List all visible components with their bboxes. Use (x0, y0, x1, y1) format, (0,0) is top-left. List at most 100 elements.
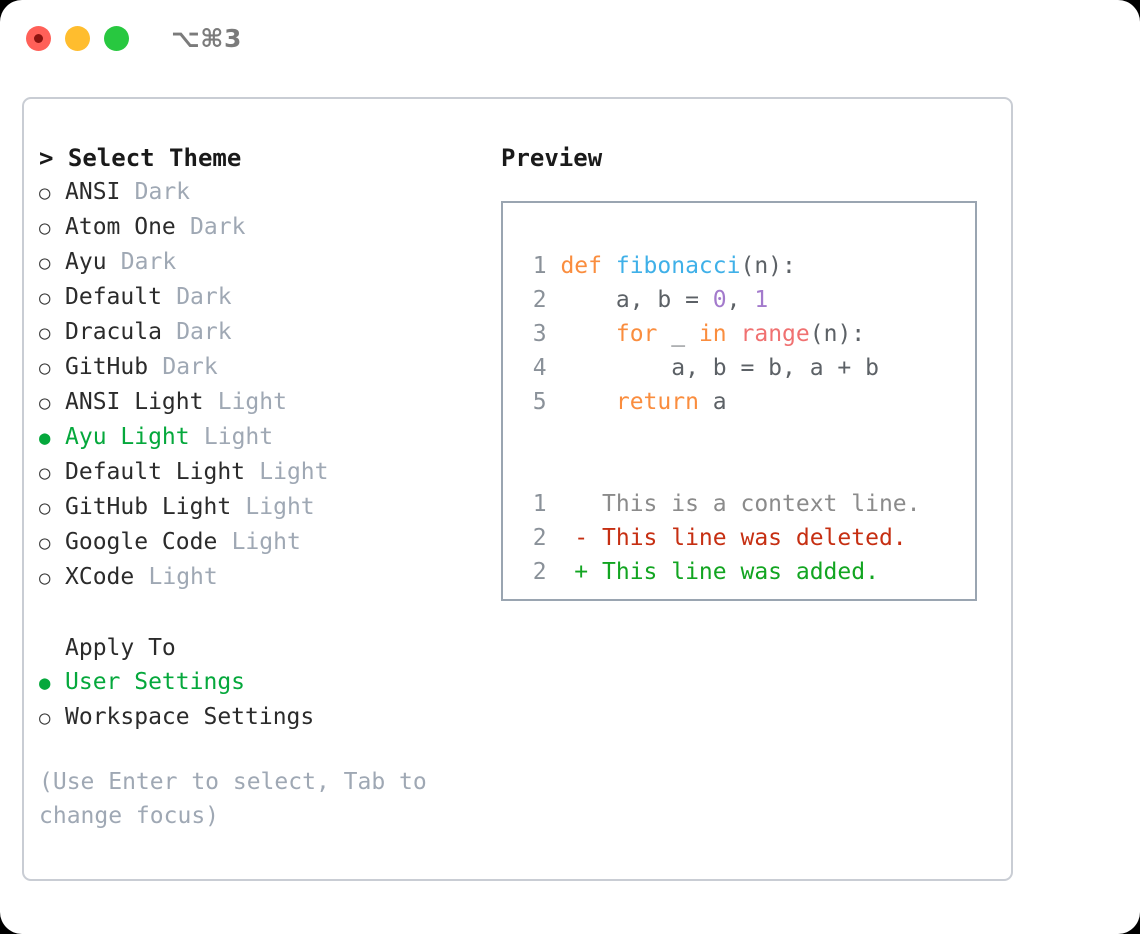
code-token: a, b = b, a + b (560, 355, 879, 381)
diff-marker-add: + (574, 559, 589, 585)
code-line: 3 for _ in range(n): (519, 317, 921, 351)
theme-option-label: Default Light (65, 459, 246, 485)
diff-marker-del: - (574, 525, 589, 551)
radio-unselected-icon: ○ (39, 707, 51, 729)
code-line: 4 a, b = b, a + b (519, 351, 921, 385)
radio-unselected-icon: ○ (39, 217, 51, 239)
theme-option-label: Ayu (65, 249, 107, 275)
apply-to-option-user-settings[interactable]: ● User Settings (39, 665, 491, 700)
gutter-spacer (547, 525, 575, 551)
theme-option-default-light[interactable]: ○ Default Light Light (39, 455, 491, 490)
code-token: in (698, 321, 727, 347)
code-token: a, b = (560, 287, 713, 313)
radio-unselected-icon: ○ (39, 392, 51, 414)
diff-line-number: 2 (532, 525, 547, 551)
diff-line-text: This is a context line. (588, 491, 921, 517)
code-line: 5 return a (519, 385, 921, 419)
theme-option-label: ANSI (65, 179, 121, 205)
theme-option-label: GitHub Light (65, 494, 232, 520)
theme-option-label: XCode (65, 564, 135, 590)
apply-to-heading: Apply To (65, 635, 176, 661)
theme-option-xcode[interactable]: ○ XCode Light (39, 560, 491, 595)
theme-option-ayu[interactable]: ○ Ayu Dark (39, 245, 491, 280)
radio-selected-icon: ● (39, 672, 51, 694)
diff-line-text: This line was added. (588, 559, 879, 585)
minimize-icon[interactable] (65, 25, 90, 51)
apply-to-option-list: ● User Settings ○ Workspace Settings (39, 665, 491, 735)
theme-option-label: Atom One (65, 214, 176, 240)
code-token: 0 (712, 287, 727, 313)
code-blank-line (519, 453, 921, 487)
radio-unselected-icon: ○ (39, 252, 51, 274)
title-bar: ⌥⌘3 (0, 0, 1140, 76)
gutter-spacer (547, 287, 561, 313)
code-line-number: 2 (532, 287, 547, 313)
code-blank-line (519, 419, 921, 453)
theme-option-variant: Light (203, 424, 274, 450)
code-line: 2 a, b = 0, 1 (519, 283, 921, 317)
gutter-spacer (547, 321, 561, 347)
maximize-icon[interactable] (104, 25, 129, 51)
theme-option-variant: Light (148, 564, 218, 590)
theme-option-label: Dracula (65, 319, 162, 345)
radio-unselected-icon: ○ (39, 287, 51, 309)
code-token: (n): (809, 321, 866, 347)
diff-marker-ctx (574, 491, 588, 517)
keyboard-hint-text: (Use Enter to select, Tab to change focu… (39, 769, 427, 829)
theme-option-label: Ayu Light (65, 424, 190, 450)
radio-unselected-icon: ○ (39, 182, 51, 204)
theme-option-variant: Dark (176, 319, 232, 345)
diff-line-text: This line was deleted. (588, 525, 907, 551)
preview-title: Preview (501, 144, 603, 172)
code-token: def (560, 253, 616, 279)
apply-to-option-workspace-settings[interactable]: ○ Workspace Settings (39, 700, 491, 735)
theme-option-ansi-light[interactable]: ○ ANSI Light Light (39, 385, 491, 420)
radio-unselected-icon: ○ (39, 567, 51, 589)
theme-option-variant: Light (217, 389, 287, 415)
code-token: return (615, 389, 699, 415)
theme-option-ansi[interactable]: ○ ANSI Dark (39, 175, 491, 210)
code-line-number: 1 (532, 253, 547, 279)
code-token: _ (657, 321, 699, 347)
theme-option-variant: Dark (162, 354, 218, 380)
radio-unselected-icon: ○ (39, 532, 51, 554)
theme-option-variant: Dark (176, 284, 232, 310)
diff-line: 2 - This line was deleted. (519, 521, 921, 555)
apply-to-option-label: Workspace Settings (65, 704, 315, 730)
code-token (560, 389, 615, 415)
diff-line: 2 + This line was added. (519, 555, 921, 589)
theme-option-variant: Dark (120, 249, 177, 275)
diff-line-number: 1 (532, 491, 547, 517)
gutter-spacer (547, 355, 561, 381)
theme-option-variant: Light (259, 459, 329, 485)
theme-option-variant: Dark (134, 179, 191, 205)
code-token: 1 (754, 287, 769, 313)
gutter-spacer (547, 253, 561, 279)
radio-unselected-icon: ○ (39, 462, 51, 484)
code-line: 1 def fibonacci(n): (519, 249, 921, 283)
gutter-spacer (547, 559, 575, 585)
code-line-number: 4 (532, 355, 547, 381)
code-token: , (726, 287, 755, 313)
close-icon[interactable] (26, 25, 51, 51)
theme-option-label: ANSI Light (65, 389, 204, 415)
apply-to-option-label: User Settings (65, 669, 246, 695)
code-line-number: 3 (532, 321, 547, 347)
code-token: for (615, 321, 658, 347)
code-token (727, 321, 741, 347)
radio-unselected-icon: ○ (39, 357, 51, 379)
code-token: fibonacci (615, 253, 741, 279)
diff-line: 1 This is a context line. (519, 487, 921, 521)
code-token (560, 321, 615, 347)
